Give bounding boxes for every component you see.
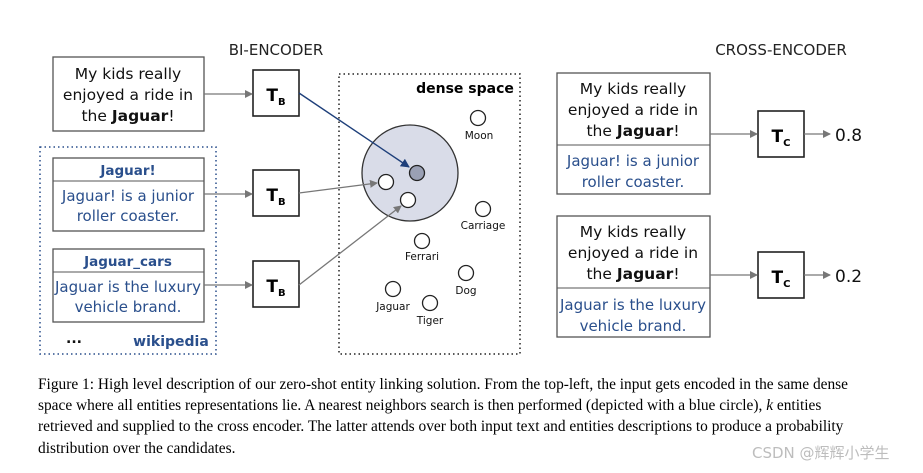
bi-input-line-3: the Jaguar! [81,107,174,125]
caption-k: k [766,397,774,415]
wikipedia-container [39,146,217,355]
point-moon: Moon [465,109,494,142]
cross-encoder-title: CROSS-ENCODER [715,41,847,59]
svg-text:TB: TB [266,277,285,299]
cross-2-desc-2: vehicle brand. [580,317,687,335]
entity-1-title: Jaguar! [99,163,155,179]
entity-2-title: Jaguar_cars [83,254,172,270]
point-ferrari: Ferrari [405,232,439,263]
bi-encoder-block-1: TB [252,69,300,117]
entity-point-2 [399,191,417,209]
bi-encoder-block-2: TB [252,169,300,217]
entity-point-1 [377,173,395,191]
arrow-tb-to-entity1 [298,179,378,194]
point-ferrari-label: Ferrari [405,251,439,263]
point-moon-label: Moon [465,130,494,142]
bi-encoder-title: BI-ENCODER [229,41,324,59]
entity-2-desc-1: Jaguar is the luxury [54,278,201,296]
caption-text-1: Figure 1: High level description of our … [38,376,848,415]
cross-2-desc-1: Jaguar is the luxury [559,296,706,314]
ellipsis: ... [66,331,82,347]
entity-2-desc-2: vehicle brand. [75,298,182,316]
svg-text:TC: TC [772,268,791,290]
score-2: 0.2 [835,267,862,287]
arrow-tb-to-query [298,92,410,168]
cross-2-input-line-1: My kids really [580,223,686,241]
cross-pair-box-1: My kids really enjoyed a ride in the Jag… [556,72,711,195]
bi-input-box: My kids really enjoyed a ride in the Jag… [52,56,205,132]
entity-box-1: Jaguar! Jaguar! is a junior roller coast… [52,157,205,232]
wikipedia-label: wikipedia [133,334,209,350]
cross-pair-box-2: My kids really enjoyed a ride in the Jag… [556,215,711,338]
watermark: CSDN @辉辉小学生 [752,444,890,462]
entity-1-desc-1: Jaguar! is a junior [61,187,195,205]
bi-encoder-block-3: TB [252,260,300,308]
cross-1-input-line-1: My kids really [580,80,686,98]
entity-1-desc-2: roller coaster. [77,207,180,225]
entity-box-2: Jaguar_cars Jaguar is the luxury vehicle… [52,248,205,323]
svg-text:TC: TC [772,127,791,149]
point-jaguar-label: Jaguar [375,301,410,313]
cross-2-input-line-3: the Jaguar! [586,265,679,283]
caption-text-2: entities retrieved and supplied to the c… [38,397,844,457]
point-tiger: Tiger [416,294,444,327]
dense-space-container [338,73,521,355]
point-carriage: Carriage [461,200,506,232]
arrow-tb-to-entity2 [298,205,402,286]
svg-text:TB: TB [266,86,285,108]
cross-1-desc-2: roller coaster. [582,173,685,191]
dense-space-label: dense space [416,81,514,97]
score-1: 0.8 [835,126,862,146]
cross-1-desc-1: Jaguar! is a junior [566,152,700,170]
bi-input-line-2: enjoyed a ride in [63,86,193,104]
svg-text:TB: TB [266,186,285,208]
cross-encoder-block-1: TC [757,110,805,158]
cross-1-input-line-2: enjoyed a ride in [568,101,698,119]
figure-caption: Figure 1: High level description of our … [38,374,878,459]
point-dog: Dog [455,264,477,297]
cross-encoder-block-2: TC [757,251,805,299]
cross-2-input-line-2: enjoyed a ride in [568,244,698,262]
cross-1-input-line-3: the Jaguar! [586,122,679,140]
query-point [408,164,426,182]
point-jaguar: Jaguar [375,280,410,313]
point-carriage-label: Carriage [461,220,506,232]
bi-input-line-1: My kids really [75,65,181,83]
point-tiger-label: Tiger [416,315,444,327]
point-dog-label: Dog [455,285,476,297]
